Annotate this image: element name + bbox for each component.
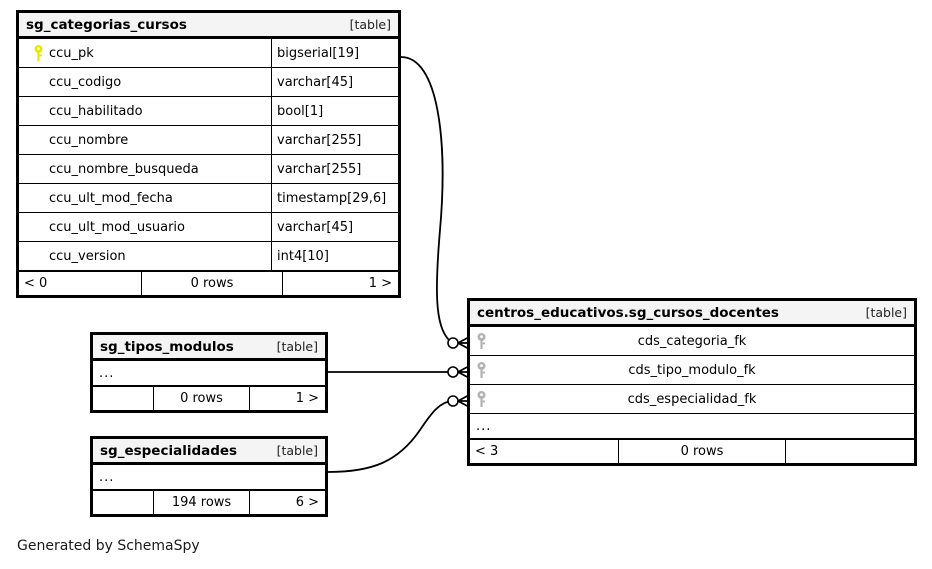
key-icon-primary <box>27 44 49 62</box>
key-icon-foreign <box>470 332 492 350</box>
key-icon-foreign <box>470 361 492 379</box>
column-name-cell: ccu_version <box>19 242 271 270</box>
column-name: ccu_version <box>49 248 126 264</box>
footer-next-count[interactable]: 1 > <box>368 276 392 291</box>
column-name: cds_tipo_modulo_fk <box>628 362 756 378</box>
table-row[interactable]: ccu_ult_mod_fecha timestamp[29,6] <box>19 184 398 213</box>
column-type: bigserial[19] <box>271 39 398 67</box>
table-title: sg_categorias_cursos <box>26 16 187 33</box>
table-header: sg_especialidades [table] <box>93 439 325 465</box>
edge-especialidades-to-docentes <box>327 393 472 473</box>
table-row[interactable]: cds_especialidad_fk <box>470 385 914 414</box>
column-type: varchar[255] <box>271 126 398 154</box>
table-footer: 194 rows 6 > <box>93 490 325 514</box>
column-type: int4[10] <box>271 242 398 270</box>
table-title: sg_tipos_modulos <box>100 338 234 355</box>
table-sg-tipos-modulos[interactable]: sg_tipos_modulos [table] ... 0 rows 1 > <box>90 332 328 413</box>
column-name: ccu_habilitado <box>49 103 143 119</box>
footer-row-count: 0 rows <box>153 387 250 410</box>
table-row[interactable]: ccu_pk bigserial[19] <box>19 39 398 68</box>
column-type: timestamp[29,6] <box>271 184 398 212</box>
column-type: varchar[255] <box>271 155 398 183</box>
edge-categorias-to-docentes <box>400 56 472 351</box>
table-header: sg_tipos_modulos [table] <box>93 335 325 361</box>
column-name: ccu_codigo <box>49 74 122 90</box>
footer-prev-count[interactable]: < 3 <box>475 444 499 459</box>
table-row[interactable]: ccu_codigo varchar[45] <box>19 68 398 97</box>
table-title: sg_especialidades <box>100 442 238 459</box>
table-header: sg_categorias_cursos [table] <box>19 13 398 39</box>
column-name-cell: ccu_codigo <box>19 68 271 96</box>
generated-by-caption: Generated by SchemaSpy <box>17 538 200 554</box>
column-name-cell: ccu_ult_mod_fecha <box>19 184 271 212</box>
footer-prev-count[interactable]: < 0 <box>24 276 48 291</box>
footer-next-count[interactable] <box>786 440 914 463</box>
table-title: centros_educativos.sg_cursos_docentes <box>477 304 779 321</box>
column-name: cds_especialidad_fk <box>627 391 757 407</box>
column-name-cell: ccu_habilitado <box>19 97 271 125</box>
footer-prev-count[interactable] <box>93 387 153 410</box>
table-row[interactable]: ccu_nombre_busqueda varchar[255] <box>19 155 398 184</box>
more-columns-indicator: ... <box>93 465 325 490</box>
table-row[interactable]: cds_tipo_modulo_fk <box>470 356 914 385</box>
more-columns-indicator: ... <box>470 414 914 439</box>
column-name: ccu_pk <box>49 45 94 61</box>
table-type-tag: [table] <box>349 17 391 32</box>
table-sg-especialidades[interactable]: sg_especialidades [table] ... 194 rows 6… <box>90 436 328 517</box>
footer-row-count: 194 rows <box>153 491 250 514</box>
column-name-cell: ccu_pk <box>19 39 271 67</box>
table-row[interactable]: ccu_habilitado bool[1] <box>19 97 398 126</box>
table-row[interactable]: ccu_ult_mod_usuario varchar[45] <box>19 213 398 242</box>
column-type: varchar[45] <box>271 213 398 241</box>
column-type: varchar[45] <box>271 68 398 96</box>
table-footer: < 3 0 rows <box>470 439 914 463</box>
column-name: ccu_nombre <box>49 132 129 148</box>
edge-tipos-to-docentes <box>328 364 472 380</box>
column-name: ccu_nombre_busqueda <box>49 161 199 177</box>
footer-next-count[interactable]: 6 > <box>295 495 319 510</box>
column-type: bool[1] <box>271 97 398 125</box>
footer-row-count: 0 rows <box>141 272 283 295</box>
table-row[interactable]: ccu_nombre varchar[255] <box>19 126 398 155</box>
table-sg-cursos-docentes[interactable]: centros_educativos.sg_cursos_docentes [t… <box>467 298 917 466</box>
table-type-tag: [table] <box>276 339 318 354</box>
table-row[interactable]: ccu_version int4[10] <box>19 242 398 271</box>
footer-next-count[interactable]: 1 > <box>295 391 319 406</box>
footer-row-count: 0 rows <box>618 440 786 463</box>
column-name-cell: ccu_nombre <box>19 126 271 154</box>
column-name-cell: ccu_nombre_busqueda <box>19 155 271 183</box>
table-sg-categorias-cursos[interactable]: sg_categorias_cursos [table] ccu_pk bigs… <box>16 10 401 298</box>
column-name-cell: ccu_ult_mod_usuario <box>19 213 271 241</box>
column-name: ccu_ult_mod_fecha <box>49 190 173 206</box>
table-footer: 0 rows 1 > <box>93 386 325 410</box>
column-name: cds_categoria_fk <box>637 333 747 349</box>
footer-prev-count[interactable] <box>93 491 153 514</box>
table-type-tag: [table] <box>276 443 318 458</box>
table-type-tag: [table] <box>865 305 907 320</box>
column-name: ccu_ult_mod_usuario <box>49 219 185 235</box>
table-footer: < 0 0 rows 1 > <box>19 271 398 295</box>
more-columns-indicator: ... <box>93 361 325 386</box>
key-icon-foreign <box>470 390 492 408</box>
table-row[interactable]: cds_categoria_fk <box>470 327 914 356</box>
table-header: centros_educativos.sg_cursos_docentes [t… <box>470 301 914 327</box>
